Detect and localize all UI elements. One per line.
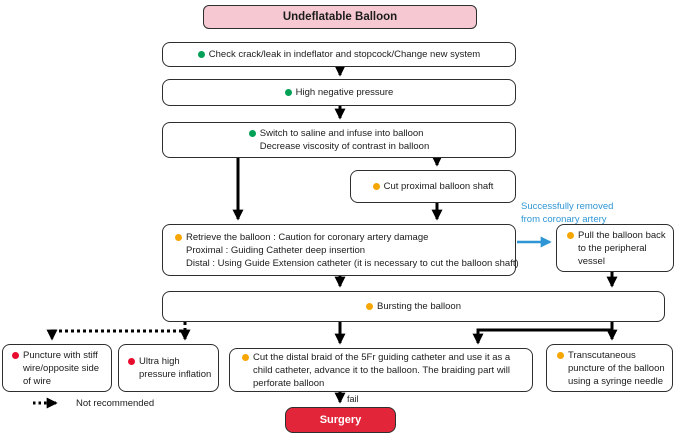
success-note-line: Successfully removed xyxy=(521,201,614,212)
node-label: Cut proximal balloon shaft xyxy=(383,181,494,192)
node-puncture-stiff-wire: Puncture with stiff wire/opposite side o… xyxy=(2,344,112,392)
node-label: Pull the balloon back to the peripheral … xyxy=(578,229,666,267)
branch-right-connector xyxy=(478,322,614,332)
red-bullet-icon xyxy=(12,351,19,359)
node-transcutaneous-puncture: Transcutaneous puncture of the balloon u… xyxy=(546,344,673,392)
orange-bullet-icon xyxy=(242,353,249,361)
fail-label: fail xyxy=(347,394,359,404)
branch-dotted-connector xyxy=(52,322,187,333)
success-note: Successfully removed from coronary arter… xyxy=(521,200,613,226)
node-bursting-balloon: Bursting the balloon xyxy=(162,291,665,322)
node-label: Bursting the balloon xyxy=(377,301,461,312)
node-line: Proximal : Guiding Catheter deep inserti… xyxy=(186,244,366,256)
node-line: Decrease viscosity of contrast in balloo… xyxy=(259,141,430,152)
orange-bullet-icon xyxy=(567,231,574,239)
node-cut-distal-braid: Cut the distal braid of the 5Fr guiding … xyxy=(229,348,533,392)
node-line: Retrieve the balloon : Caution for coron… xyxy=(186,231,429,243)
node-label: Puncture with stiff wire/opposite side o… xyxy=(23,349,100,387)
node-ultra-high-pressure: Ultra high pressure inflation xyxy=(118,344,219,392)
node-label: Transcutaneous puncture of the balloon u… xyxy=(568,349,665,387)
node-high-negative-pressure: High negative pressure xyxy=(162,79,516,106)
legend-not-recommended: Not recommended xyxy=(76,398,155,409)
orange-bullet-icon xyxy=(557,351,564,359)
orange-bullet-icon xyxy=(175,233,182,241)
node-surgery: Surgery xyxy=(285,407,396,433)
node-label: Ultra high pressure inflation xyxy=(139,356,212,380)
orange-bullet-icon xyxy=(366,303,373,310)
node-line: Switch to saline and infuse into balloon xyxy=(259,128,424,139)
green-bullet-icon xyxy=(197,51,205,58)
node-check-crack-leak: Check crack/leak in indeflator and stopc… xyxy=(162,42,516,67)
title-label: Undeflatable Balloon xyxy=(282,10,398,23)
node-cut-proximal-shaft: Cut proximal balloon shaft xyxy=(350,170,516,203)
surgery-label: Surgery xyxy=(319,413,362,426)
green-bullet-icon xyxy=(284,89,292,96)
node-label: High negative pressure xyxy=(295,87,394,98)
node-pull-balloon-back: Pull the balloon back to the peripheral … xyxy=(556,224,674,272)
node-retrieve-balloon: Retrieve the balloon : Caution for coron… xyxy=(162,224,519,276)
node-undeflatable-balloon: Undeflatable Balloon xyxy=(203,5,477,29)
success-note-line: from coronary artery xyxy=(521,214,607,225)
node-label: Check crack/leak in indeflator and stopc… xyxy=(208,49,481,60)
node-label: Cut the distal braid of the 5Fr guiding … xyxy=(253,351,511,389)
red-bullet-icon xyxy=(128,358,135,365)
node-line: Distal : Using Guide Extension catheter … xyxy=(186,257,519,269)
node-switch-to-saline: Switch to saline and infuse into balloon… xyxy=(162,122,516,158)
orange-bullet-icon xyxy=(372,183,380,190)
green-bullet-icon xyxy=(248,130,256,137)
